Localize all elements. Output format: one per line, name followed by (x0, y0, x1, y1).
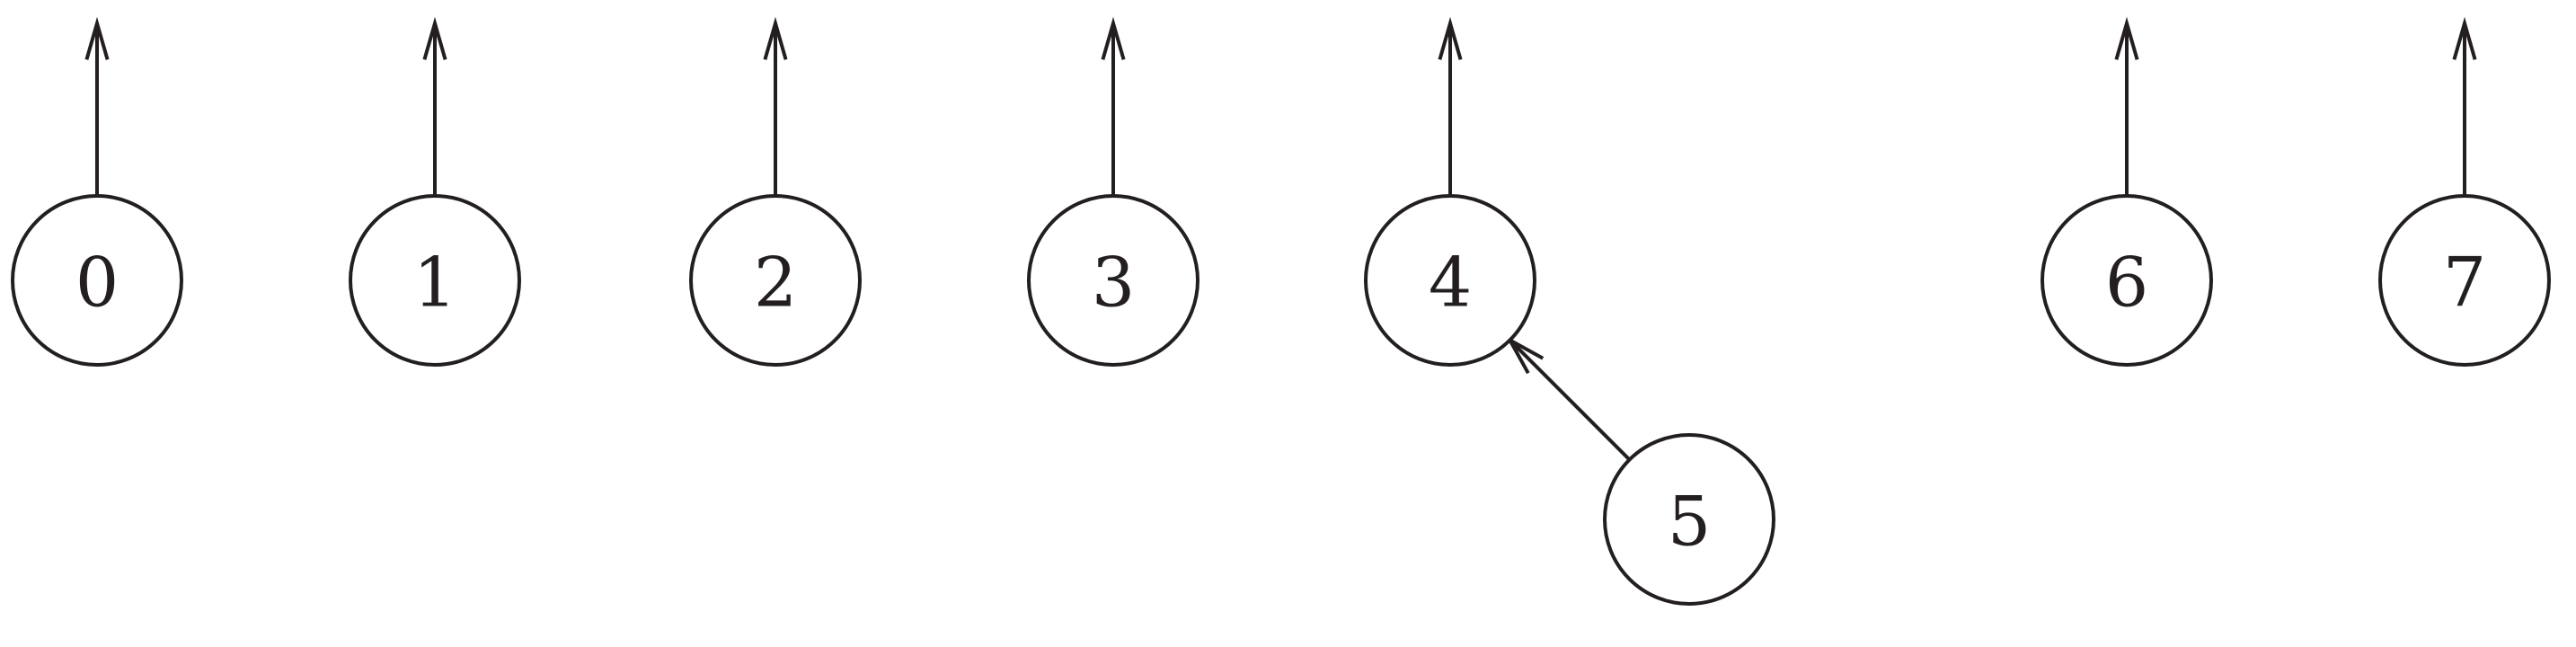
parent-edge-5-to-4-shaft (1509, 339, 1631, 461)
node-4: 4 (1364, 194, 1536, 367)
root-pointer-arrow-7 (2452, 16, 2477, 196)
node-circle-6 (2040, 194, 2213, 367)
root-pointer-arrow-4-head (1438, 16, 1463, 60)
root-pointer-arrow-0 (84, 16, 110, 196)
node-label-7: 7 (2443, 243, 2486, 323)
root-pointer-arrow-4 (1438, 16, 1463, 196)
node-3: 3 (1027, 194, 1199, 367)
node-circle-7 (2378, 194, 2551, 367)
node-1: 1 (349, 194, 521, 367)
node-2: 2 (689, 194, 862, 367)
root-pointer-arrow-2 (763, 16, 788, 196)
edges-layer (84, 16, 2477, 461)
root-pointer-arrow-1 (422, 16, 447, 196)
node-circle-3 (1027, 194, 1199, 367)
node-5: 5 (1603, 433, 1775, 606)
parent-edge-5-to-4 (1505, 335, 1631, 461)
node-circle-1 (349, 194, 521, 367)
node-label-6: 6 (2105, 243, 2148, 323)
root-pointer-arrow-3 (1101, 16, 1126, 196)
node-label-5: 5 (1668, 482, 1711, 562)
node-0: 0 (11, 194, 183, 367)
node-label-4: 4 (1429, 243, 1472, 323)
root-pointer-arrow-0-head (84, 16, 110, 60)
root-pointer-arrow-6 (2114, 16, 2139, 196)
root-pointer-arrow-2-head (763, 16, 788, 60)
nodes-layer: 0 1 2 3 4 5 6 7 (11, 194, 2551, 606)
node-7: 7 (2378, 194, 2551, 367)
node-label-2: 2 (754, 243, 797, 323)
node-circle-5 (1603, 433, 1775, 606)
node-6: 6 (2040, 194, 2213, 367)
root-pointer-arrow-6-head (2114, 16, 2139, 60)
node-label-1: 1 (413, 243, 456, 323)
node-circle-4 (1364, 194, 1536, 367)
node-circle-0 (11, 194, 183, 367)
root-pointer-arrow-1-head (422, 16, 447, 60)
root-pointer-arrow-3-head (1101, 16, 1126, 60)
root-pointer-arrow-7-head (2452, 16, 2477, 60)
node-label-3: 3 (1092, 243, 1135, 323)
node-circle-2 (689, 194, 862, 367)
node-label-0: 0 (75, 243, 119, 323)
